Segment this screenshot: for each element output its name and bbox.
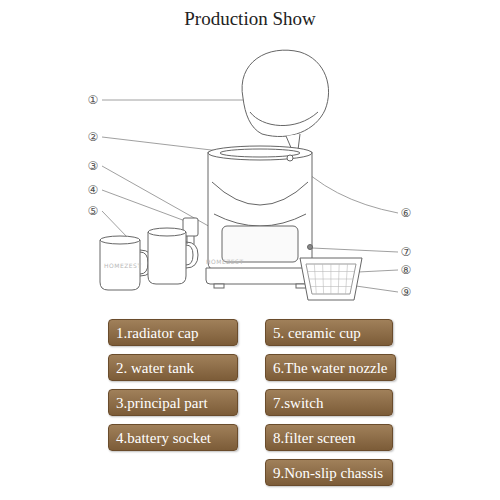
part-label-box: 8.filter screen — [265, 424, 393, 451]
illustration-part — [100, 50, 362, 300]
part-label-box: 2. water tank — [108, 354, 238, 381]
part-name: 1.radiator cap — [116, 324, 198, 341]
part-label-box: 1.radiator cap — [108, 319, 238, 346]
filter-screen — [300, 258, 362, 300]
part-label-box: 9.Non-slip chassis — [265, 459, 393, 486]
mesh-line — [309, 279, 353, 280]
cup-rim — [100, 236, 140, 244]
callout-number: ⑦ — [401, 245, 412, 259]
leader-line — [102, 190, 188, 222]
water-nozzle — [287, 155, 293, 161]
part-label-box: 6.The water nozzle — [265, 354, 396, 381]
plug-pin — [187, 236, 188, 244]
leader-line — [102, 100, 262, 101]
part-label-box: 4.battery socket — [108, 424, 238, 451]
part-label-box: 7.switch — [265, 389, 393, 416]
cup-rim — [148, 228, 186, 236]
carafe-bay — [222, 226, 298, 262]
part-label-box: 3.principal part — [108, 389, 238, 416]
water-tank-top — [208, 146, 312, 160]
chassis-foot — [296, 284, 306, 288]
mesh-line — [311, 286, 352, 287]
leader-line — [102, 211, 128, 238]
body-panel — [214, 214, 306, 226]
callout-number: ② — [88, 130, 99, 144]
cup-handle — [186, 245, 193, 265]
mesh-line — [308, 271, 355, 272]
part-name: 9.Non-slip chassis — [273, 464, 383, 481]
leader-line — [102, 137, 228, 152]
part-name: 4.battery socket — [116, 429, 211, 446]
callout-number: ⑧ — [401, 263, 412, 277]
part-name: 5. ceramic cup — [273, 324, 361, 341]
chassis-foot — [214, 284, 224, 288]
radiator-cap — [242, 50, 329, 136]
callout-number: ⑨ — [401, 285, 412, 299]
part-name: 7.switch — [273, 394, 323, 411]
water-tank — [212, 182, 308, 205]
part-name: 3.principal part — [116, 394, 208, 411]
callout-number: ⑥ — [401, 206, 412, 220]
part-name: 8.filter screen — [273, 429, 355, 446]
principal-part — [208, 152, 312, 270]
part-name: 6.The water nozzle — [273, 359, 388, 376]
callout-number: ⑤ — [88, 204, 99, 218]
callout-number: ③ — [88, 159, 99, 173]
cap-rim — [250, 112, 318, 126]
part-name: 2. water tank — [116, 359, 194, 376]
watermark: HOMEZEST — [104, 262, 142, 269]
filter-mesh — [306, 264, 356, 294]
part-label-box: 5. ceramic cup — [265, 319, 393, 346]
illustration-part — [308, 264, 355, 294]
title: Production Show — [0, 8, 500, 30]
leader-line — [358, 270, 398, 272]
leader-line — [312, 248, 398, 252]
switch — [308, 245, 313, 250]
callout-number: ④ — [88, 183, 99, 197]
non-slip-chassis — [206, 268, 314, 284]
cup-handle — [186, 242, 198, 268]
watermark: HOMEZEST — [206, 258, 244, 265]
callout-number: ① — [88, 93, 99, 107]
ceramic-cup — [148, 232, 186, 284]
plug-pin — [194, 236, 195, 244]
